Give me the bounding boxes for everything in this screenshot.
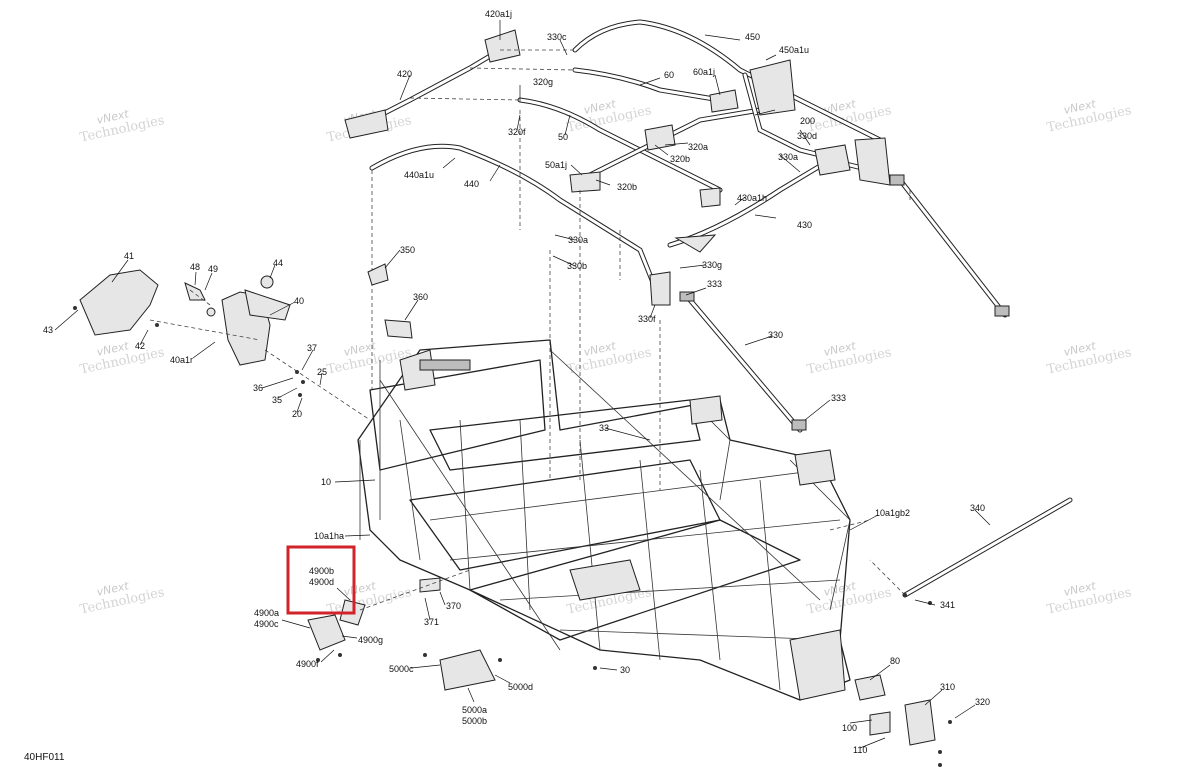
- label-60a1j[interactable]: 60a1j: [693, 67, 715, 77]
- label-330[interactable]: 330: [768, 330, 783, 340]
- label-330a[interactable]: 330a: [778, 152, 798, 162]
- bottom-parts: [307, 519, 952, 767]
- label-5000b[interactable]: 5000b: [462, 716, 487, 726]
- label-371[interactable]: 371: [424, 617, 439, 627]
- highlight-box: [286, 545, 356, 615]
- label-60[interactable]: 60: [664, 70, 674, 80]
- label-430a1h[interactable]: 430a1h: [737, 193, 767, 203]
- document-code: 40HF011: [24, 752, 65, 763]
- label-25[interactable]: 25: [317, 367, 327, 377]
- label-36[interactable]: 36: [253, 383, 263, 393]
- label-40a1r[interactable]: 40a1r: [170, 355, 193, 365]
- label-37[interactable]: 37: [307, 343, 317, 353]
- label-440[interactable]: 440: [464, 179, 479, 189]
- label-35[interactable]: 35: [272, 395, 282, 405]
- label-100[interactable]: 100: [842, 723, 857, 733]
- label-341[interactable]: 341: [940, 600, 955, 610]
- label-50a1j[interactable]: 50a1j: [545, 160, 567, 170]
- label-370[interactable]: 370: [446, 601, 461, 611]
- label-4900b[interactable]: 4900b: [309, 566, 334, 576]
- label-320f[interactable]: 320f: [508, 127, 526, 137]
- label-360[interactable]: 360: [413, 292, 428, 302]
- main-frame: [357, 339, 851, 701]
- label-48[interactable]: 48: [190, 262, 200, 272]
- label-200[interactable]: 200: [800, 116, 815, 126]
- label-333[interactable]: 333: [707, 279, 722, 289]
- label-4900g[interactable]: 4900g: [358, 635, 383, 645]
- label-310[interactable]: 310: [940, 682, 955, 692]
- label-33[interactable]: 33: [599, 423, 609, 433]
- leader-lines: [54, 20, 991, 749]
- label-320[interactable]: 320: [975, 697, 990, 707]
- label-440a1u[interactable]: 440a1u: [404, 170, 434, 180]
- label-4900d[interactable]: 4900d: [309, 577, 334, 587]
- label-450a1u[interactable]: 450a1u: [779, 45, 809, 55]
- label-4900f[interactable]: 4900f: [296, 659, 319, 669]
- label-49[interactable]: 49: [208, 264, 218, 274]
- label-42[interactable]: 42: [135, 341, 145, 351]
- label-10a1ha[interactable]: 10a1ha: [314, 531, 344, 541]
- label-330d[interactable]: 330d: [797, 131, 817, 141]
- label-80[interactable]: 80: [890, 656, 900, 666]
- roll-cage: [344, 19, 1073, 598]
- part-labels: 420a1j 330c 450 450a1u 420 60 60a1j 320g…: [43, 9, 990, 755]
- label-110[interactable]: 110: [853, 745, 867, 755]
- label-320b-2[interactable]: 320b: [617, 182, 637, 192]
- label-320b[interactable]: 320b: [670, 154, 690, 164]
- label-5000c[interactable]: 5000c: [389, 664, 414, 674]
- label-40[interactable]: 40: [294, 296, 304, 306]
- label-330a-2[interactable]: 330a: [568, 235, 588, 245]
- label-430[interactable]: 430: [797, 220, 812, 230]
- label-340[interactable]: 340: [970, 503, 985, 513]
- label-50[interactable]: 50: [558, 132, 568, 142]
- label-44[interactable]: 44: [273, 258, 283, 268]
- label-30[interactable]: 30: [620, 665, 630, 675]
- label-320a[interactable]: 320a: [688, 142, 708, 152]
- label-420[interactable]: 420: [397, 69, 412, 79]
- label-5000a[interactable]: 5000a: [462, 705, 487, 715]
- label-41[interactable]: 41: [124, 251, 134, 261]
- label-450[interactable]: 450: [745, 32, 760, 42]
- label-330f[interactable]: 330f: [638, 314, 656, 324]
- label-420a1j[interactable]: 420a1j: [485, 9, 512, 19]
- label-320g[interactable]: 320g: [533, 77, 553, 87]
- label-330c[interactable]: 330c: [547, 32, 567, 42]
- label-20[interactable]: 20: [292, 409, 302, 419]
- label-4900a[interactable]: 4900a: [254, 608, 279, 618]
- label-5000d[interactable]: 5000d: [508, 682, 533, 692]
- label-330g[interactable]: 330g: [702, 260, 722, 270]
- label-4900c[interactable]: 4900c: [254, 619, 279, 629]
- label-10[interactable]: 10: [321, 477, 331, 487]
- label-330b[interactable]: 330b: [567, 261, 587, 271]
- label-350[interactable]: 350: [400, 245, 415, 255]
- label-10a1gb2[interactable]: 10a1gb2: [875, 508, 910, 518]
- left-parts: [73, 263, 413, 421]
- label-333-2[interactable]: 333: [831, 393, 846, 403]
- label-43[interactable]: 43: [43, 325, 53, 335]
